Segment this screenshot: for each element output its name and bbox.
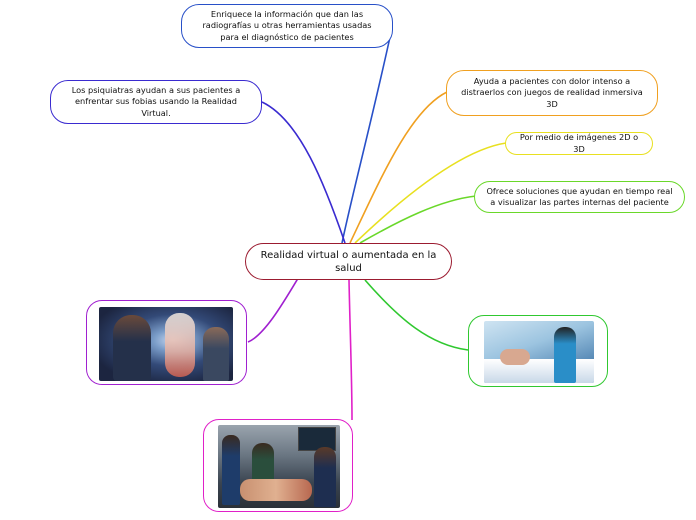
surgeon-left-figure [222, 435, 240, 505]
image-node-cirugia[interactable] [203, 419, 353, 512]
image-node-paciente[interactable] [468, 315, 608, 387]
branch-dolor-label: Ayuda a pacientes con dolor intenso a di… [461, 75, 643, 109]
central-topic-label: Realidad virtual o aumentada en la salud [260, 249, 437, 274]
branch-radiografias-label: Enriquece la información que dan las rad… [202, 8, 372, 42]
connector-psiquiatras [261, 101, 346, 244]
hologram-skeleton [165, 313, 195, 377]
vr-hologram-photo [99, 307, 233, 381]
connector-foto-hologram [247, 274, 301, 343]
patient-mannequin [240, 479, 312, 501]
connector-imagenes [354, 142, 507, 244]
connector-foto-paciente [364, 279, 469, 351]
surgery-ar-photo [218, 425, 340, 508]
image-node-hologram[interactable] [86, 300, 247, 385]
branch-soluciones-label: Ofrece soluciones que ayudan en tiempo r… [486, 185, 673, 208]
branch-radiografias[interactable]: Enriquece la información que dan las rad… [181, 4, 393, 48]
connector-soluciones [359, 195, 477, 244]
hospital-bed [484, 359, 594, 383]
connector-foto-cirugia [348, 279, 353, 421]
branch-imagenes[interactable]: Por medio de imágenes 2D o 3D [505, 132, 653, 155]
branch-imagenes-label: Por medio de imágenes 2D o 3D [519, 132, 639, 154]
surgeon-center-figure [252, 443, 274, 489]
connector-dolor [349, 91, 448, 244]
branch-soluciones[interactable]: Ofrece soluciones que ayudan en tiempo r… [474, 181, 685, 213]
patient-figure [500, 349, 530, 365]
doctor-figure [113, 315, 151, 381]
central-topic[interactable]: Realidad virtual o aumentada en la salud [245, 243, 452, 280]
assistant-figure [203, 327, 229, 381]
nurse-figure [554, 327, 576, 383]
patient-vr-photo [484, 321, 594, 383]
branch-psiquiatras-label: Los psiquiatras ayudan a sus pacientes a… [71, 84, 241, 118]
connector-radiografias [341, 27, 393, 244]
branch-psiquiatras[interactable]: Los psiquiatras ayudan a sus pacientes a… [50, 80, 262, 124]
surgeon-right-figure [314, 447, 336, 507]
branch-dolor[interactable]: Ayuda a pacientes con dolor intenso a di… [446, 70, 658, 116]
